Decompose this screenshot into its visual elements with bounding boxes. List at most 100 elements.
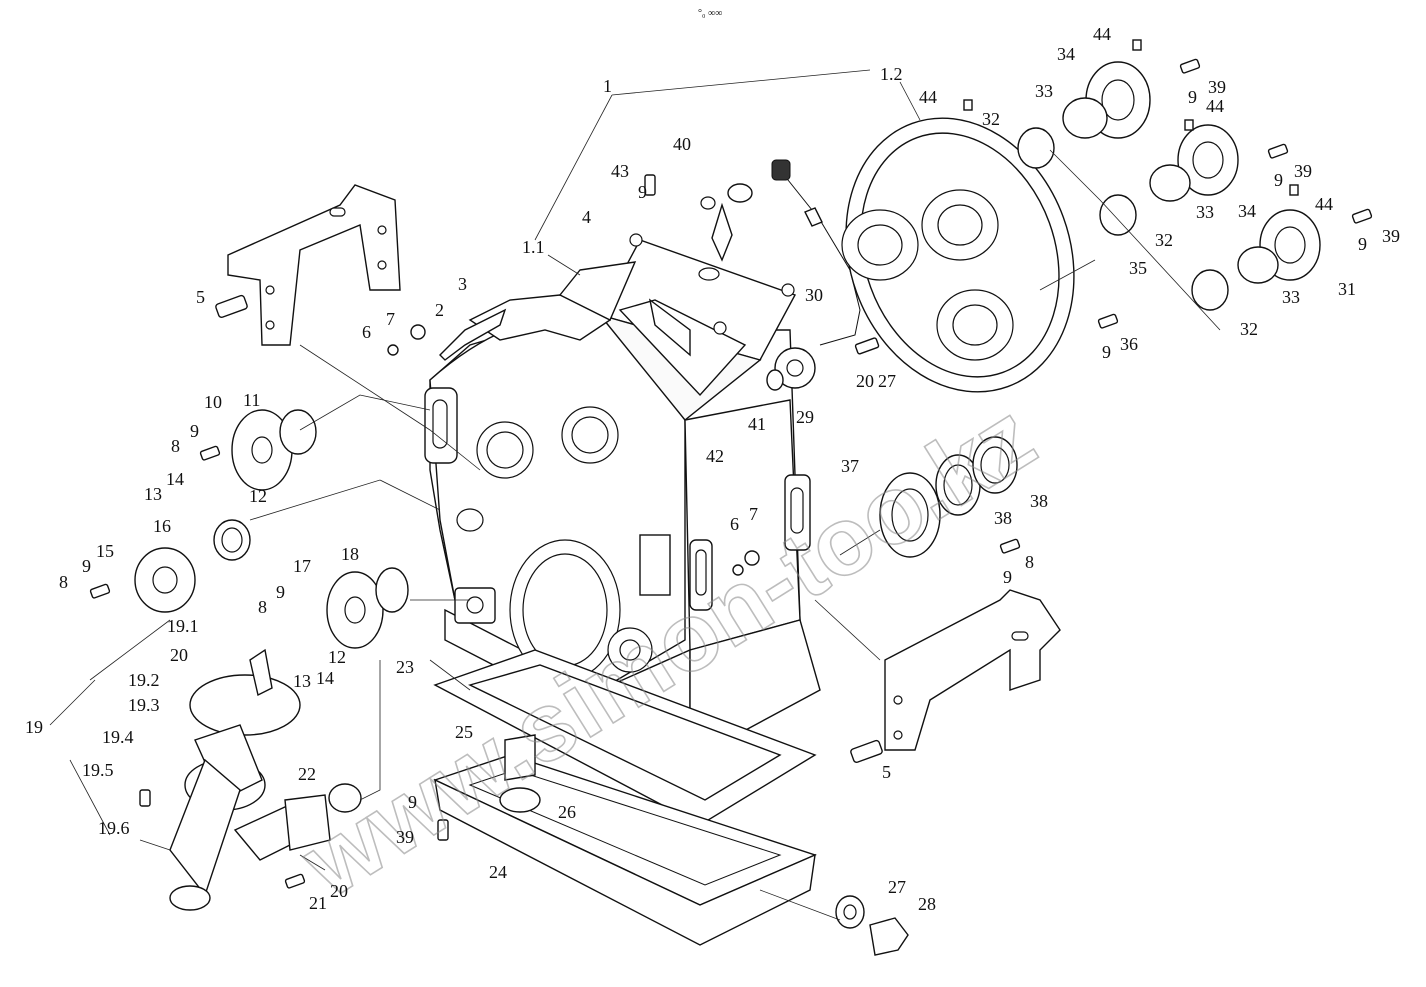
callout: 44 <box>1315 194 1333 214</box>
callout: 28 <box>918 894 936 914</box>
callout: 9 <box>638 182 647 202</box>
callout: 9 <box>1102 342 1111 362</box>
callout: 32 <box>1155 230 1173 250</box>
left-bearing-flanges <box>134 409 409 649</box>
callout: 27 <box>888 877 906 897</box>
callout: 35 <box>1129 258 1147 278</box>
callout: 1.2 <box>880 64 903 84</box>
dipstick <box>771 159 861 346</box>
callout: 14 <box>316 668 334 688</box>
callout: 2 <box>435 300 444 320</box>
callout: 13 <box>293 671 311 691</box>
leader-lines <box>49 69 1221 921</box>
gearbox-housing <box>424 304 821 762</box>
callout: 1.1 <box>522 237 545 257</box>
callout: 19.6 <box>98 818 130 838</box>
callout: 21 <box>309 893 327 913</box>
callout: 6 <box>730 514 739 534</box>
filler-neck <box>439 261 637 361</box>
callout: 20 <box>170 645 188 665</box>
callout: 24 <box>489 862 507 882</box>
callout: 9 <box>408 792 417 812</box>
gasket-23 <box>433 649 817 826</box>
fasteners <box>89 39 1373 889</box>
callout: 18 <box>341 544 359 564</box>
oil-filter-assembly <box>169 648 362 911</box>
callout: 13 <box>144 484 162 504</box>
bearing-caps-right <box>1017 61 1321 311</box>
callout: 34 <box>1238 201 1256 221</box>
callout: 43 <box>611 161 629 181</box>
callout: 38 <box>994 508 1012 528</box>
callout: 19.2 <box>128 670 160 690</box>
callout: 7 <box>749 504 758 524</box>
callout: 30 <box>805 285 823 305</box>
header-mark: °₀ ∞∞ <box>698 8 722 19</box>
callout: 12 <box>249 486 267 506</box>
callout: 4 <box>582 207 591 227</box>
callout: 16 <box>153 516 171 536</box>
callout: 19 <box>25 717 43 737</box>
callout-labels: 1 1.2 1.1 2 3 4 5 5 6 6 7 7 8 8 8 8 9 9 … <box>25 24 1400 914</box>
large-gear-cover <box>841 117 1075 393</box>
callout: 7 <box>386 309 395 329</box>
callout: 8 <box>258 597 267 617</box>
callout: 12 <box>328 647 346 667</box>
callout: 20 <box>330 881 348 901</box>
callout: 33 <box>1035 81 1053 101</box>
callout: 9 <box>1188 87 1197 107</box>
callout: 39 <box>396 827 414 847</box>
callout: 5 <box>196 287 205 307</box>
callout: 9 <box>190 421 199 441</box>
callout: 44 <box>919 87 937 107</box>
top-cover-assembly <box>598 183 797 421</box>
callout: 39 <box>1294 161 1312 181</box>
callout: 25 <box>455 722 473 742</box>
callout: 33 <box>1282 287 1300 307</box>
callout: 33 <box>1196 202 1214 222</box>
callout: 5 <box>882 762 891 782</box>
callout: 29 <box>796 407 814 427</box>
callout: 19.3 <box>128 695 160 715</box>
callout: 20 <box>856 371 874 391</box>
left-mounting-bracket <box>227 184 401 346</box>
callout: 15 <box>96 541 114 561</box>
callout: 36 <box>1120 334 1138 354</box>
callout: 9 <box>1003 567 1012 587</box>
callout: 9 <box>1358 234 1367 254</box>
callout: 10 <box>204 392 222 412</box>
callout: 14 <box>166 469 184 489</box>
callout: 44 <box>1093 24 1111 44</box>
callout: 23 <box>396 657 414 677</box>
callout: 19.4 <box>102 727 134 747</box>
callout: 39 <box>1208 77 1226 97</box>
callout: 19.1 <box>167 616 199 636</box>
suction-fitting <box>499 734 541 813</box>
callout: 8 <box>59 572 68 592</box>
callout: 3 <box>458 274 467 294</box>
callout: 19.5 <box>82 760 114 780</box>
callout: 1 <box>603 76 612 96</box>
callout: 40 <box>673 134 691 154</box>
callout: 8 <box>1025 552 1034 572</box>
callout: 37 <box>841 456 859 476</box>
callout: 42 <box>706 446 724 466</box>
callout: 6 <box>362 322 371 342</box>
callout: 9 <box>82 556 91 576</box>
callout: 9 <box>1274 170 1283 190</box>
callout: 22 <box>298 764 316 784</box>
right-mounting-bracket <box>884 589 1061 751</box>
callout: 41 <box>748 414 766 434</box>
callout: 38 <box>1030 491 1048 511</box>
callout: 27 <box>878 371 896 391</box>
right-output-flange <box>766 347 1018 558</box>
callout: 39 <box>1382 226 1400 246</box>
callout: 11 <box>243 390 260 410</box>
callout: 8 <box>171 436 180 456</box>
callout: 9 <box>276 582 285 602</box>
callout: 31 <box>1338 279 1356 299</box>
drain-plug <box>835 895 909 956</box>
callout: 32 <box>982 109 1000 129</box>
callout: 32 <box>1240 319 1258 339</box>
